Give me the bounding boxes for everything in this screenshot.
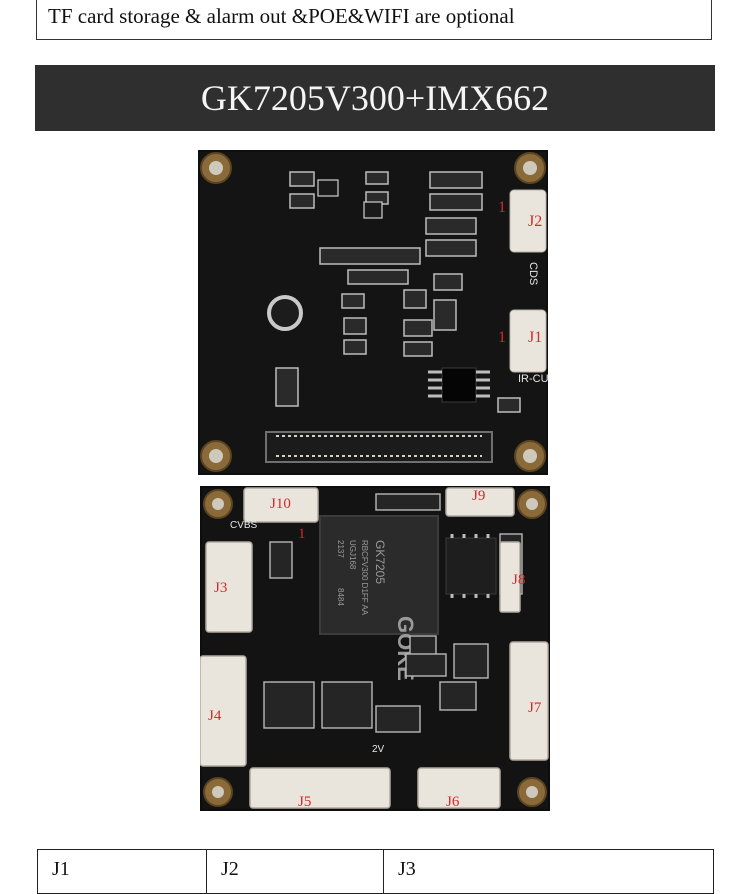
pin1-mark: 1 [298, 526, 306, 542]
connector-label-j6: J6 [446, 794, 460, 810]
table-cell-j3: J3 [383, 849, 714, 894]
connector-label-j5: J5 [298, 794, 311, 810]
table-cell-j1: J1 [37, 849, 207, 894]
pin1-mark: 1 [498, 199, 506, 216]
chip-marking: RBCFV300 D1FF AA [360, 540, 369, 616]
connector-label-j1: J1 [528, 329, 542, 346]
chip-model: GK7205 [373, 540, 387, 584]
chip-marking: 8484 [336, 588, 345, 606]
main-board-image: GOKE GK7205 RBCFV300 D1FF AA UGJ168 2137… [200, 486, 550, 811]
silk-cds: CDS [527, 262, 539, 285]
chip-marking: UGJ168 [348, 540, 357, 570]
table-cell-j2: J2 [206, 849, 384, 894]
silk-cvbs: CVBS [230, 520, 258, 531]
optional-features-note: TF card storage & alarm out &POE&WIFI ar… [36, 0, 712, 40]
connector-label-j9: J9 [472, 488, 485, 504]
connector-label-j2: J2 [528, 213, 542, 230]
silk-ir-cut: IR-CUT [518, 373, 548, 385]
product-title: GK7205V300+IMX662 [35, 65, 715, 131]
connector-label-j3: J3 [214, 580, 227, 596]
table-row: J1 J2 J3 [37, 849, 714, 894]
connector-label-j4: J4 [208, 708, 222, 724]
chip-marking: 2137 [336, 540, 345, 558]
connector-label-j10: J10 [270, 496, 291, 512]
connector-table: J1 J2 J3 [37, 849, 714, 894]
connector-label-j8: J8 [512, 572, 525, 588]
connector-label-j7: J7 [528, 700, 542, 716]
sensor-board-image: J2 J1 1 1 CDS IR-CUT [198, 150, 548, 475]
silk-2v: 2V [372, 744, 385, 755]
pin1-mark: 1 [498, 329, 506, 346]
